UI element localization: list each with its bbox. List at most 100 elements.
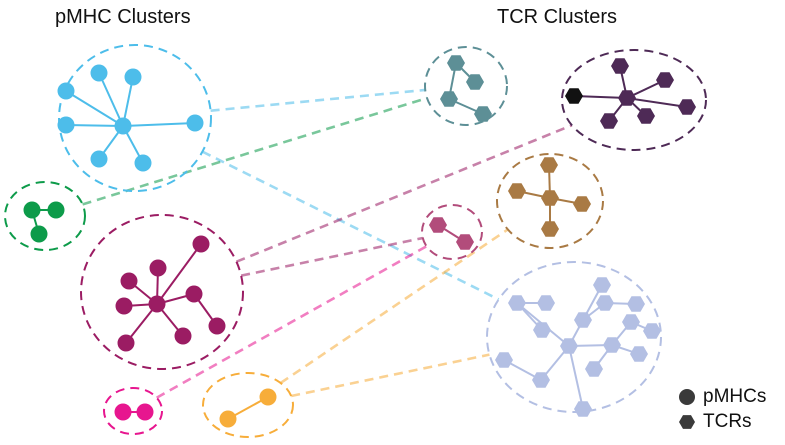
cluster-boundary: [486, 261, 662, 413]
cluster-maroon: [80, 214, 244, 370]
pmhc-node: [186, 114, 204, 132]
legend-tcr: TCRs: [678, 411, 752, 433]
tcr-node: [508, 295, 526, 311]
cluster-edge: [156, 243, 202, 305]
cluster-boundary: [496, 153, 604, 249]
cluster-boundary: [80, 214, 244, 370]
pmhc-node: [23, 201, 41, 219]
pmhc-node: [114, 403, 132, 421]
link-orange-brown: [279, 228, 509, 385]
legend-pmhc: pMHCs: [678, 386, 766, 408]
pmhc-node: [208, 317, 226, 335]
pmhc-node: [192, 235, 210, 253]
tcr-node: [532, 372, 550, 388]
tcr-node: [466, 74, 484, 90]
pmhc-node: [47, 201, 65, 219]
pmhc-node: [115, 297, 133, 315]
tcr-node: [596, 295, 614, 311]
pmhc-node: [117, 334, 135, 352]
cluster-edge: [65, 90, 124, 127]
tcr-node: [573, 196, 591, 212]
pmhc-node: [185, 285, 203, 303]
link-blue-teal: [210, 88, 426, 112]
tcr-node: [574, 401, 592, 417]
tcr-node: [533, 322, 551, 338]
cluster-edge: [65, 124, 124, 127]
tcr-node: [565, 88, 583, 104]
tcr-node: [574, 312, 592, 328]
cluster-boundary: [103, 387, 163, 435]
pmhc-node: [57, 116, 75, 134]
cluster-edge: [98, 72, 124, 127]
tcr-node: [541, 221, 559, 237]
legend-hexagon-icon: [679, 415, 695, 429]
pmhc-node: [120, 272, 138, 290]
tcr-node: [618, 90, 636, 106]
cluster-edge: [568, 345, 584, 410]
tcr-node: [495, 352, 513, 368]
cluster-edge: [122, 122, 196, 127]
clusters: [4, 44, 707, 438]
pmhc-node: [57, 82, 75, 100]
pmhc-node: [90, 150, 108, 168]
tcr-node: [656, 72, 674, 88]
pmhc-node: [259, 388, 277, 406]
tcr-node: [643, 323, 661, 339]
cluster-green: [4, 181, 86, 251]
tcr-node: [508, 183, 526, 199]
pmhc-node: [136, 403, 154, 421]
legend-tcr-label: TCRs: [703, 411, 752, 432]
link-orange-lavender: [290, 353, 490, 398]
tcr-node: [600, 113, 618, 129]
tcr-node: [560, 338, 578, 354]
tcr-node: [474, 106, 492, 122]
cluster-orange: [202, 372, 294, 438]
tcr-node: [611, 58, 629, 74]
cluster-boundary: [58, 44, 212, 192]
pmhc-node: [114, 117, 132, 135]
cluster-edge: [573, 95, 628, 99]
pmhc-node: [134, 154, 152, 172]
link-maroon-purple: [235, 124, 573, 263]
cluster-rose: [421, 204, 483, 260]
tcr-node: [637, 108, 655, 124]
cluster-edge: [626, 97, 688, 108]
pmhc-node: [30, 225, 48, 243]
cluster-boundary: [561, 49, 707, 151]
legend-circle-icon: [679, 389, 695, 405]
cluster-boundary: [424, 46, 508, 126]
tcr-node: [456, 234, 474, 250]
pmhc-clusters-title: pMHC Clusters: [55, 6, 191, 28]
cluster-boundary: [421, 204, 483, 260]
tcr-node: [537, 295, 555, 311]
cluster-boundary: [202, 372, 294, 438]
link-blue-lavender: [201, 150, 500, 301]
cluster-teal: [424, 46, 508, 126]
pmhc-node: [148, 295, 166, 313]
tcr-node: [622, 314, 640, 330]
tcr-node: [585, 361, 603, 377]
tcr-node: [603, 337, 621, 353]
pmhc-node: [90, 64, 108, 82]
tcr-node: [440, 91, 458, 107]
tcr-node: [630, 346, 648, 362]
pmhc-node: [124, 68, 142, 86]
tcr-node: [627, 296, 645, 312]
cluster-boundary: [4, 181, 86, 251]
pmhc-node: [219, 410, 237, 428]
cluster-magenta: [103, 387, 163, 435]
cluster-blue: [57, 44, 212, 192]
tcr-node: [541, 190, 559, 206]
tcr-node: [429, 217, 447, 233]
tcr-node: [447, 55, 465, 71]
cluster-lavender: [486, 261, 662, 417]
tcr-node: [678, 99, 696, 115]
legend-pmhc-label: pMHCs: [703, 386, 767, 407]
link-green-teal: [82, 96, 428, 206]
pmhc-node: [174, 327, 192, 345]
tcr-node: [540, 157, 558, 173]
cluster-brown: [496, 153, 604, 249]
cross-links: [82, 88, 573, 399]
tcr-clusters-title: TCR Clusters: [497, 6, 618, 28]
tcr-node: [593, 277, 611, 293]
